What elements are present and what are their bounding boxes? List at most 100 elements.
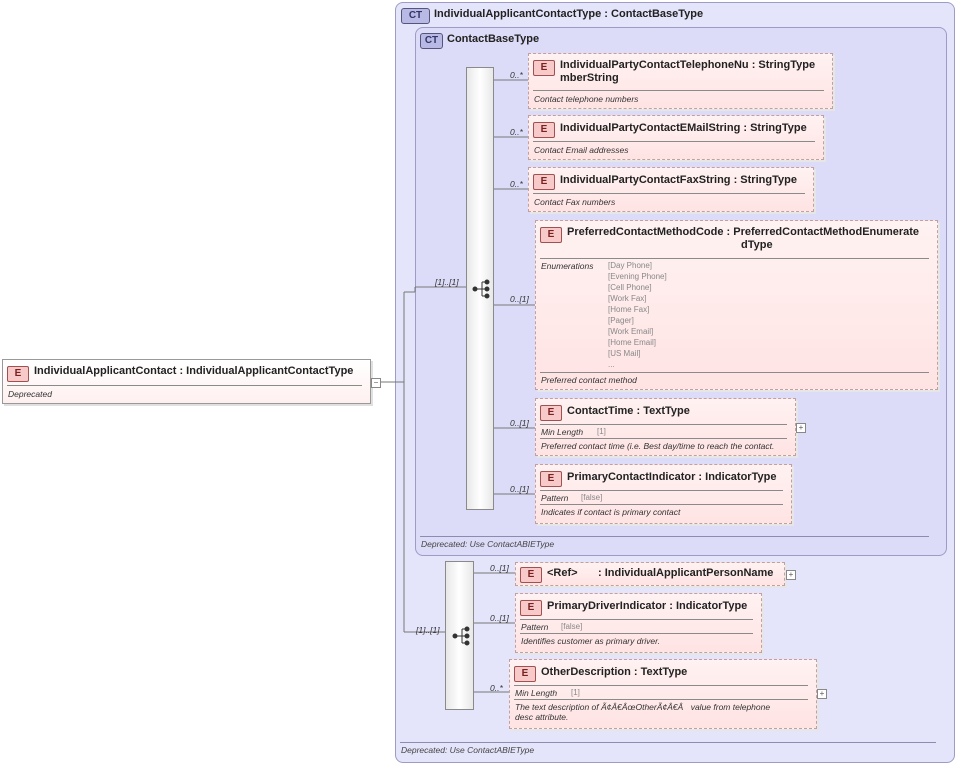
primary-contact-doc: Indicates if contact is primary contact	[541, 507, 681, 517]
enumeration-value: [US Mail]	[608, 349, 641, 358]
primary-driver-cardinality: 0..[1]	[490, 613, 509, 623]
primary-driver-facet-label: Pattern	[521, 622, 549, 632]
contact-time-doc: Preferred contact time (i.e. Best day/ti…	[541, 441, 775, 451]
email-doc: Contact Email addresses	[534, 145, 629, 155]
element-badge: E	[520, 567, 542, 583]
primary-contact-facet-value: [false]	[581, 493, 603, 502]
element-badge: E	[520, 600, 542, 616]
sequence-2-cardinality: [1]..[1]	[416, 625, 440, 635]
separator	[540, 258, 929, 259]
enumeration-value: [Work Fax]	[608, 294, 647, 303]
email-cardinality: 0..*	[510, 127, 523, 137]
element-other-description[interactable]: E OtherDescription : TextType Min Length…	[509, 659, 817, 729]
separator	[540, 438, 787, 439]
separator	[514, 685, 808, 686]
telephone-cardinality: 0..*	[510, 70, 523, 80]
other-desc-doc-line1: The text description of Ã¢Â€ÂœOtherÃ¢Â€Â…	[515, 702, 771, 712]
other-desc-doc-line2: desc attribute.	[515, 712, 569, 722]
separator	[540, 504, 783, 505]
element-fax[interactable]: E IndividualPartyContactFaxString : Stri…	[528, 167, 814, 212]
separator	[533, 193, 805, 194]
other-desc-facet-value: [1]	[571, 688, 580, 697]
element-badge: E	[540, 227, 562, 243]
separator	[7, 385, 362, 386]
contact-time-facet-label: Min Length	[541, 427, 584, 437]
separator	[533, 90, 824, 91]
element-preferred-contact-method[interactable]: E PreferredContactMethodCode : Preferred…	[535, 220, 938, 390]
expand-toggle[interactable]: +	[786, 570, 796, 580]
telephone-name-line1: IndividualPartyContactTelephoneNu : Stri…	[560, 59, 816, 71]
contact-time-facet-value: [1]	[597, 427, 606, 436]
primary-driver-doc: Identifies customer as primary driver.	[521, 636, 661, 646]
sequence-icon	[452, 626, 470, 646]
enumeration-value: [Pager]	[608, 316, 634, 325]
enumeration-value: [Work Email]	[608, 327, 654, 336]
element-badge: E	[533, 174, 555, 190]
fax-doc: Contact Fax numbers	[534, 197, 616, 207]
ref-name: : IndividualApplicantPersonName	[598, 567, 774, 579]
enumeration-value: [Home Fax]	[608, 305, 650, 314]
separator	[533, 141, 815, 142]
element-badge: E	[540, 471, 562, 487]
ct-badge: CT	[420, 33, 443, 49]
separator	[514, 699, 808, 700]
ref-cardinality: 0..[1]	[490, 563, 509, 573]
other-desc-name: OtherDescription : TextType	[541, 666, 688, 678]
enumeration-value: [Evening Phone]	[608, 272, 667, 281]
preferred-name-line1: PreferredContactMethodCode : PreferredCo…	[567, 226, 920, 238]
preferred-facet-label: Enumerations	[541, 261, 594, 271]
expand-toggle[interactable]: +	[817, 689, 827, 699]
separator	[540, 372, 929, 373]
outer-ct-title: IndividualApplicantContactType : Contact…	[434, 8, 704, 20]
expand-toggle[interactable]: +	[796, 423, 806, 433]
telephone-name-line2: mberString	[560, 72, 619, 84]
email-name: IndividualPartyContactEMailString : Stri…	[560, 122, 807, 134]
inner-ct-title: ContactBaseType	[447, 33, 540, 45]
collapse-toggle[interactable]: −	[371, 378, 381, 388]
sequence-icon	[472, 279, 490, 299]
fax-name: IndividualPartyContactFaxString : String…	[560, 174, 797, 186]
separator	[540, 424, 787, 425]
root-element-name: IndividualApplicantContact : IndividualA…	[34, 365, 354, 377]
preferred-doc: Preferred contact method	[541, 375, 637, 385]
other-desc-cardinality: 0..*	[490, 683, 503, 693]
enumeration-value: [Cell Phone]	[608, 283, 652, 292]
element-badge: E	[514, 666, 536, 682]
sequence-compositor-1[interactable]	[466, 67, 494, 510]
element-ref-person-name[interactable]: E <Ref> : IndividualApplicantPersonName	[515, 562, 785, 586]
primary-contact-name: PrimaryContactIndicator : IndicatorType	[567, 471, 777, 483]
outer-ct-footer-line	[400, 742, 936, 743]
ct-badge: CT	[401, 8, 430, 24]
contact-time-cardinality: 0..[1]	[510, 418, 529, 428]
sequence-1-cardinality: [1]..[1]	[435, 277, 459, 287]
root-element[interactable]: E IndividualApplicantContact : Individua…	[2, 359, 371, 404]
root-element-doc: Deprecated	[8, 389, 52, 399]
sequence-compositor-2[interactable]	[445, 561, 474, 710]
element-badge: E	[540, 405, 562, 421]
element-email[interactable]: E IndividualPartyContactEMailString : St…	[528, 115, 824, 160]
element-primary-driver-indicator[interactable]: E PrimaryDriverIndicator : IndicatorType…	[515, 593, 762, 653]
primary-driver-name: PrimaryDriverIndicator : IndicatorType	[547, 600, 748, 612]
enumeration-value: ...	[608, 360, 615, 369]
fax-cardinality: 0..*	[510, 179, 523, 189]
element-badge: E	[533, 60, 555, 76]
element-contact-time[interactable]: E ContactTime : TextType Min Length [1] …	[535, 398, 796, 456]
element-badge: E	[7, 366, 29, 382]
outer-ct-footer: Deprecated: Use ContactABIEType	[401, 745, 535, 755]
other-desc-facet-label: Min Length	[515, 688, 558, 698]
contact-time-name: ContactTime : TextType	[567, 405, 690, 417]
element-telephone[interactable]: E IndividualPartyContactTelephoneNu : St…	[528, 53, 833, 109]
separator	[520, 619, 753, 620]
element-primary-contact-indicator[interactable]: E PrimaryContactIndicator : IndicatorTyp…	[535, 464, 792, 524]
primary-contact-facet-label: Pattern	[541, 493, 569, 503]
primary-driver-facet-value: [false]	[561, 622, 583, 631]
preferred-name-line2: dType	[741, 239, 773, 251]
inner-ct-footer-line	[420, 536, 929, 537]
ref-label: <Ref>	[547, 567, 578, 579]
separator	[520, 633, 753, 634]
primary-contact-cardinality: 0..[1]	[510, 484, 529, 494]
preferred-cardinality: 0..[1]	[510, 294, 529, 304]
telephone-doc: Contact telephone numbers	[534, 94, 639, 104]
separator	[540, 490, 783, 491]
